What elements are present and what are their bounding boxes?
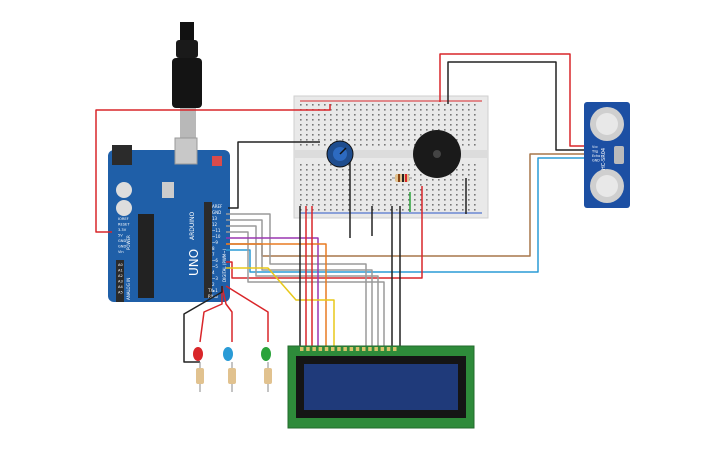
arduino-brand-label: ARDUINO — [189, 211, 196, 240]
arduino-pin-label: ~9 — [212, 240, 218, 245]
arduino-pin-label: ~3 — [212, 276, 218, 281]
arduino-pin-label: 4 — [212, 270, 215, 275]
lcd-pin — [312, 347, 316, 351]
breadboard-resistor — [392, 174, 412, 182]
arduino-power-pin-label: 3.3V — [118, 228, 127, 232]
arduino-pin-label: 2 — [212, 282, 215, 287]
arduino-pin-label: 12 — [212, 222, 218, 227]
aref-label: AREF — [212, 204, 223, 209]
wire-echo-blue — [226, 157, 588, 273]
wire-sensor-gnd-black — [447, 61, 588, 151]
arduino-pin-label: 13 — [212, 216, 218, 221]
red-led — [193, 347, 203, 361]
arduino-analog-pin-label: A4 — [118, 285, 123, 289]
wire-lcd-purple — [226, 237, 319, 348]
arduino-analog-pin-label: A5 — [118, 291, 123, 295]
arduino-power-pin-label: Vin — [118, 250, 124, 254]
arduino-power-pin-label: GND — [118, 245, 126, 249]
lcd-pin — [300, 347, 304, 351]
arduino-model-label: UNO — [187, 249, 201, 276]
arduino-analog-pin-label: A0 — [118, 263, 123, 267]
green-led — [261, 347, 271, 361]
lcd-pin — [324, 347, 329, 351]
lcd-pin — [337, 347, 341, 351]
arduino-power-pin-label: GND — [118, 239, 126, 243]
lcd-pin — [355, 347, 360, 351]
wire-led-red2 — [221, 285, 233, 342]
sensor-pin-label: GND — [592, 159, 600, 163]
wire-lcd-yellow — [226, 267, 335, 348]
digital-label: DIGITAL (PWM~) — [222, 248, 227, 282]
wire-gnd-black — [228, 141, 320, 209]
lcd-pin — [331, 347, 335, 351]
power-label: POWER — [126, 235, 131, 250]
lcd-display — [287, 345, 475, 429]
piezo-buzzer — [413, 130, 461, 178]
wire-lcd-orange — [226, 243, 327, 348]
arduino-power-pin-label: 5V — [118, 234, 123, 238]
wire-lcd-gray4 — [226, 231, 385, 348]
wire-sensor-vcc-red — [439, 53, 588, 147]
lcd-pin — [386, 347, 391, 351]
usb-cable — [172, 22, 202, 138]
sensor-name-label: HC-SR04 — [601, 148, 607, 170]
lcd-pin — [349, 347, 354, 351]
wire-led-red3 — [225, 285, 269, 342]
arduino-pin-label: ~5 — [212, 264, 218, 269]
analog-in-label: ANALOG IN — [126, 278, 131, 300]
lcd-pin — [393, 347, 397, 351]
sensor-pin-label: Trig — [591, 150, 598, 154]
wire-buzzer-red — [226, 186, 423, 279]
sensor-pin-label: Echo — [592, 154, 600, 158]
blue-led — [223, 347, 233, 361]
lcd-pin — [343, 347, 347, 351]
arduino-analog-pin-label: A2 — [118, 274, 123, 278]
lcd-pin — [374, 347, 378, 351]
wire-led-red — [199, 286, 223, 343]
arduino-board: ARDUINO UNO DIGITAL (PWM~) POWER ANALOG … — [108, 137, 230, 302]
arduino-analog-pin-label: A1 — [118, 269, 123, 273]
arduino-power-pin-label: IOREF — [118, 217, 129, 221]
arduino-power-pin-label: RESET — [118, 223, 130, 227]
wires — [95, 53, 588, 363]
lcd-pin — [306, 347, 310, 351]
arduino-pin-label: ~11 — [212, 228, 221, 233]
wire-5v-red — [95, 104, 331, 233]
arduino-pin-label: 7 — [212, 252, 215, 257]
wire-lcd-gray3 — [226, 225, 379, 348]
gnd-label: GND — [212, 210, 221, 215]
arduino-analog-pin-label: A3 — [118, 280, 123, 284]
lcd-pin — [380, 347, 385, 351]
tx-label: TX▸1 — [207, 288, 218, 293]
wire-led-gnd — [183, 286, 223, 363]
wire-lcd-gray1 — [226, 213, 367, 348]
lcd-pin — [318, 347, 323, 351]
lcd-pin — [368, 347, 372, 351]
sensor-pin-label: Vcc — [592, 145, 598, 149]
arduino-pin-label: ~10 — [212, 234, 221, 239]
arduino-pin-label: ~6 — [212, 258, 218, 263]
potentiometer — [326, 140, 354, 168]
arduino-pin-label: 8 — [212, 246, 215, 251]
wire-lcd-gray2 — [226, 219, 373, 348]
led-resistors — [196, 362, 272, 392]
lcd-pin — [362, 347, 366, 351]
